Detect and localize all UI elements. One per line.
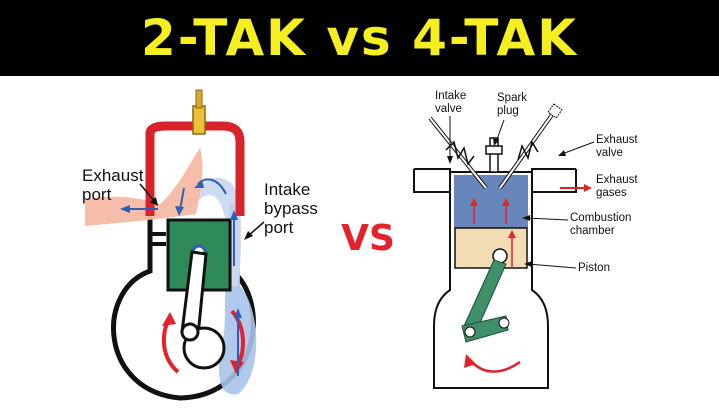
four-stroke-block-outline	[414, 168, 576, 389]
two-stroke-exhaust-flow	[85, 148, 203, 226]
four-stroke-intake-valve-spring	[445, 140, 475, 166]
spark-plug-label-line-2: plug	[497, 105, 519, 117]
two-stroke-flow-arrowhead-2	[230, 210, 238, 220]
intake-bypass-port-pointer-head	[244, 231, 253, 240]
intake-bypass-port-label-line-2: bypass	[264, 199, 318, 218]
four-stroke-engine-diagram	[413, 103, 595, 389]
intake-bypass-port-label-line-1: Intake	[264, 180, 311, 199]
four-stroke-exhaust-gases-arrowhead	[584, 184, 592, 192]
intake-valve-label-line-1: Intake	[435, 90, 467, 102]
two-stroke-crank-pin	[180, 322, 200, 342]
two-stroke-spark-plug-tip	[195, 89, 203, 109]
piston-label: Piston	[578, 262, 610, 275]
two-stroke-crankcase	[111, 241, 256, 401]
exhaust-valve-label-line-1: Exhaust	[596, 134, 638, 146]
exhaust-valve-label-line-2: valve	[596, 147, 623, 159]
exhaust-port-label-line-2: port	[82, 185, 112, 204]
combustion-chamber-pointer-head	[522, 215, 530, 221]
intake-valve-label: Intake valve	[435, 90, 466, 116]
comparison-stage: Exhaust port Intake bypass port VS	[0, 76, 719, 412]
two-stroke-rotation-arrowhead-left	[162, 312, 176, 326]
exhaust-valve-label: Exhaust valve	[596, 134, 638, 160]
exhaust-gases-label: Exhaust gases	[596, 174, 638, 200]
spark-plug-label: Spark plug	[497, 92, 527, 118]
four-stroke-combustion-chamber	[454, 175, 528, 228]
spark-plug-pointer	[495, 119, 505, 143]
four-stroke-head-top	[413, 169, 577, 193]
two-stroke-flow-arrowhead-4	[175, 206, 184, 216]
spark-plug-pointer-head	[493, 138, 499, 146]
four-stroke-exhaust-valve-spring	[517, 140, 539, 161]
two-stroke-transfer-flow	[182, 177, 242, 286]
two-stroke-engine-diagram	[85, 89, 265, 401]
four-stroke-spark-plug	[489, 137, 499, 173]
two-stroke-flow-arrowhead-1	[234, 308, 242, 318]
intake-valve-label-line-2: valve	[435, 103, 462, 115]
combustion-chamber-label: Combustion chamber	[570, 212, 631, 238]
exhaust-gases-label-line-1: Exhaust	[596, 174, 638, 186]
combustion-chamber-label-line-2: chamber	[570, 225, 615, 237]
two-stroke-spark-plug-body	[192, 105, 206, 135]
four-stroke-chamber-speckle	[454, 175, 528, 228]
four-stroke-rotation-arrowhead	[464, 354, 476, 368]
page-title: 2-TAK vs 4-TAK	[141, 9, 578, 67]
four-stroke-exhaust-valve-stem-inner	[499, 111, 555, 189]
four-stroke-piston	[454, 227, 528, 269]
combustion-chamber-pointer	[525, 217, 569, 221]
exhaust-gases-label-line-2: gases	[596, 187, 627, 199]
versus-label: VS	[341, 218, 395, 259]
intake-valve-pointer-head	[447, 156, 453, 164]
four-stroke-flow-arrowhead-up-1	[470, 198, 478, 206]
four-stroke-intake-valve-stem-inner	[429, 117, 487, 189]
combustion-chamber-label-line-1: Combustion	[570, 212, 632, 224]
intake-bypass-port-label: Intake bypass port	[264, 180, 318, 237]
four-stroke-rotation-arrow	[469, 359, 521, 373]
piston-label-line-1: Piston	[578, 262, 610, 274]
intake-bypass-port-label-line-3: port	[264, 218, 294, 237]
four-stroke-spark-plug-cap	[485, 145, 503, 155]
exhaust-port-pointer	[139, 183, 156, 203]
exhaust-port-pointer-head	[150, 197, 158, 206]
four-stroke-crankshaft	[498, 317, 510, 329]
four-stroke-exhaust-valve-tip	[547, 103, 563, 119]
two-stroke-flow-arrow-4	[179, 187, 185, 211]
exhaust-port-label: Exhaust port	[82, 166, 143, 204]
exhaust-valve-pointer	[561, 141, 595, 155]
exhaust-port-label-line-1: Exhaust	[82, 166, 144, 185]
piston-pointer	[527, 263, 577, 269]
two-stroke-flow-arrowhead-3	[194, 180, 204, 188]
piston-pointer-head	[524, 261, 532, 267]
exhaust-valve-pointer-head	[558, 150, 566, 156]
title-banner: 2-TAK vs 4-TAK	[0, 0, 719, 76]
four-stroke-flow-arrowhead-up-2	[502, 198, 510, 206]
two-stroke-exhaust-arrowhead	[120, 205, 130, 213]
four-stroke-crank-pin	[464, 326, 476, 338]
spark-plug-label-line-1: Spark	[497, 92, 528, 104]
four-stroke-piston-arrowhead-up	[508, 230, 516, 238]
